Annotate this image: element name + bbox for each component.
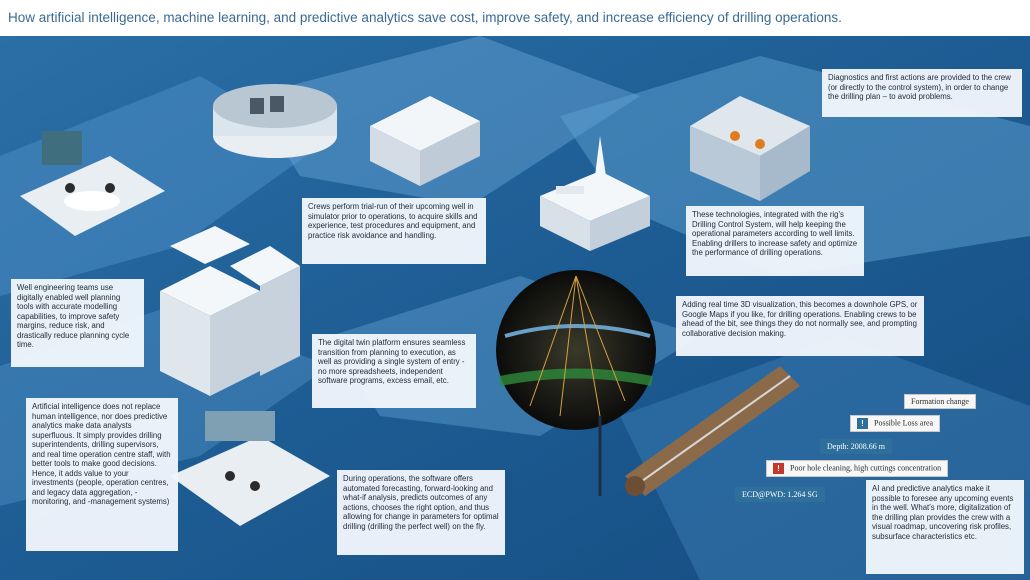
simulator-dome-illustration: [213, 84, 337, 158]
during-operations-callout: During operations, the software offers a…: [337, 470, 505, 555]
ai-foresee-callout: AI and predictive analytics make it poss…: [866, 480, 1024, 574]
depth-tag: Depth: 2008.66 m: [820, 439, 892, 454]
possible-loss-tag: ! Possible Loss area: [850, 415, 941, 432]
poor-hole-cleaning-label: Poor hole cleaning, high cuttings concen…: [790, 463, 942, 473]
drillers-cabin-illustration: [690, 96, 810, 201]
poor-hole-cleaning-tag: ! Poor hole cleaning, high cuttings conc…: [766, 460, 949, 477]
digital-twin-callout: The digital twin platform ensures seamle…: [312, 334, 476, 408]
formation-change-tag: Formation change: [904, 394, 976, 409]
offshore-rig-illustration: [540, 136, 650, 251]
technologies-callout: These technologies, integrated with the …: [686, 206, 864, 276]
illustration-scene: Diagnostics and first actions are provid…: [0, 36, 1030, 580]
server-building-illustration: [370, 96, 480, 186]
visualization-callout: Adding real time 3D visualization, this …: [676, 296, 924, 356]
formation-change-label: Formation change: [911, 397, 969, 406]
ecd-label: ECD@PWD: 1.264 SG: [742, 490, 818, 499]
office-buildings-illustration: [160, 226, 300, 396]
ecd-tag: ECD@PWD: 1.264 SG: [735, 487, 825, 502]
well-engineering-callout: Well engineering teams use digitally ena…: [11, 279, 144, 367]
ai-not-replace-callout: Artificial intelligence does not replace…: [26, 398, 178, 551]
diagnostics-callout: Diagnostics and first actions are provid…: [822, 69, 1022, 117]
crews-callout: Crews perform trial-run of their upcomin…: [302, 198, 486, 264]
subsurface-visualization-globe: [496, 270, 656, 496]
operations-centre-illustration: [170, 411, 330, 526]
info-icon: !: [857, 418, 868, 429]
depth-label: Depth: 2008.66 m: [827, 442, 885, 451]
page-title: How artificial intelligence, machine lea…: [8, 10, 842, 25]
wellbore-tube-illustration: [625, 366, 800, 496]
possible-loss-label: Possible Loss area: [874, 418, 934, 428]
planning-room-illustration: [20, 131, 165, 236]
warning-icon: !: [773, 463, 784, 474]
